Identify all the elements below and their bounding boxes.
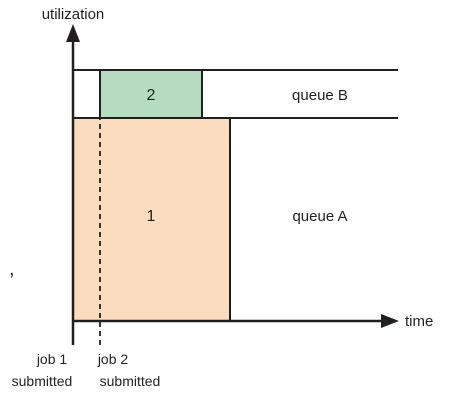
queue-a-label: queue A [292,208,347,225]
job2-label: 2 [147,87,156,104]
job2-submitted-line2: submitted [100,373,161,389]
job2-block [99,69,203,119]
job1-label: 1 [147,208,156,225]
y-axis-label: utilization [42,6,105,23]
job2-submitted-line1: job 2 [97,351,129,367]
y-axis-arrow-icon [66,24,80,42]
job1-submitted-line2: submitted [12,373,73,389]
x-axis-arrow-icon [381,314,399,328]
x-axis-label: time [405,313,433,330]
queue-b-label: queue B [292,87,348,104]
stray-mark: , [9,258,15,280]
job1-submitted-line1: job 1 [36,351,68,367]
